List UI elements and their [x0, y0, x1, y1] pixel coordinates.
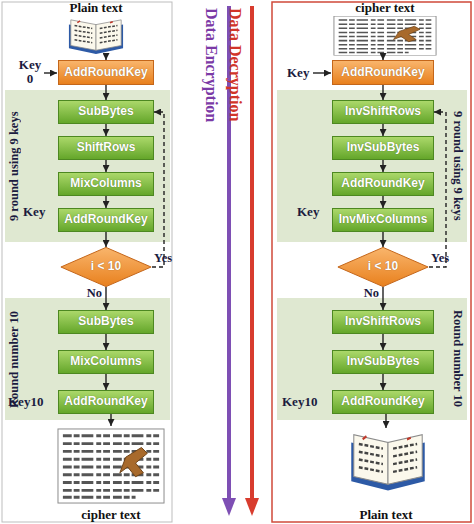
cipher-page-illustration — [58, 429, 164, 503]
box-label: SubBytes — [78, 315, 133, 328]
branch-label: Yes — [431, 251, 449, 265]
decision-diamond: i < 10 — [337, 247, 429, 287]
box-label: InvSubBytes — [347, 141, 420, 154]
process-box: AddRoundKey — [332, 60, 434, 85]
box-label: AddRoundKey — [64, 395, 147, 408]
diamond-outline — [338, 247, 428, 286]
book-illustration — [351, 435, 424, 491]
process-box: AddRoundKey — [58, 60, 154, 85]
book-illustration — [69, 20, 123, 54]
key-label: Key10 — [282, 395, 317, 409]
direction-arrow — [245, 498, 259, 516]
condition-text: i < 10 — [91, 260, 121, 273]
process-box: InvShiftRows — [332, 100, 434, 124]
image-caption: Plain text — [359, 508, 412, 522]
process-box: InvSubBytes — [332, 350, 434, 374]
box-label: AddRoundKey — [341, 66, 424, 79]
ciphertext-illustration: cipher text — [55, 426, 167, 522]
box-label: AddRoundKey — [64, 66, 147, 79]
process-box: InvShiftRows — [332, 310, 434, 334]
box-label: AddRoundKey — [341, 395, 424, 408]
round-band: 9 round using 9 keys SubBytesShiftRowsMix… — [5, 90, 170, 242]
process-box: MixColumns — [58, 172, 154, 196]
process-box: AddRoundKey — [58, 208, 154, 232]
process-box: InvSubBytes — [332, 136, 434, 160]
panel-border — [2, 2, 172, 522]
direction-arrow — [222, 498, 236, 516]
box-label: SubBytes — [78, 105, 133, 118]
plaintext-illustration: Plain text — [340, 428, 432, 522]
box-label: InvShiftRows — [345, 315, 421, 328]
band-title: 9 round using 9 keys — [7, 90, 22, 242]
box-label: InvSubBytes — [347, 355, 420, 368]
key-label: Key 0 — [16, 58, 44, 86]
plaintext-illustration: Plain text — [62, 1, 130, 55]
box-label: AddRoundKey — [341, 177, 424, 190]
ciphertext-illustration: cipher text — [330, 1, 440, 57]
direction-label: Data Encryption — [202, 8, 220, 122]
diamond-outline — [61, 247, 151, 286]
direction-arrow — [250, 6, 254, 500]
image-caption: cipher text — [355, 1, 414, 15]
key-label: Key — [23, 205, 45, 219]
process-box: AddRoundKey — [332, 172, 434, 196]
direction-arrow — [222, 6, 259, 516]
condition-text: i < 10 — [368, 260, 398, 273]
process-box: SubBytes — [58, 100, 154, 124]
process-box: SubBytes — [58, 310, 154, 334]
process-box: AddRoundKey — [332, 390, 434, 414]
key-label: Key10 — [8, 395, 43, 409]
direction-label: Data Decryption — [226, 8, 244, 121]
process-box: MixColumns — [58, 350, 154, 374]
branch-label: No — [79, 286, 102, 300]
box-label: InvShiftRows — [345, 105, 421, 118]
process-box: InvMixColumns — [332, 208, 434, 232]
process-box: AddRoundKey — [58, 390, 154, 414]
box-label: MixColumns — [70, 355, 141, 368]
band-title: 9 round using 9 keys — [450, 90, 465, 242]
branch-label: Yes — [154, 251, 172, 265]
round-band: 9 round using 9 keys InvShiftRowsInvSubBy… — [277, 90, 467, 242]
panel-border — [272, 2, 471, 522]
process-box: ShiftRows — [58, 136, 154, 160]
key-input-arrow — [44, 72, 57, 73]
decision-diamond: i < 10 — [60, 247, 152, 287]
box-label: ShiftRows — [77, 141, 136, 154]
image-caption: cipher text — [81, 508, 140, 522]
key-input-arrow — [313, 72, 331, 73]
image-caption: Plain text — [69, 1, 122, 15]
box-label: AddRoundKey — [64, 213, 147, 226]
cipher-page-illustration — [334, 17, 436, 56]
branch-label: No — [356, 286, 379, 300]
band-title: Round number 10 — [450, 298, 465, 420]
key-label: Key — [297, 205, 319, 219]
box-label: MixColumns — [70, 177, 141, 190]
box-label: InvMixColumns — [339, 213, 428, 226]
key-label: Key — [287, 66, 309, 80]
